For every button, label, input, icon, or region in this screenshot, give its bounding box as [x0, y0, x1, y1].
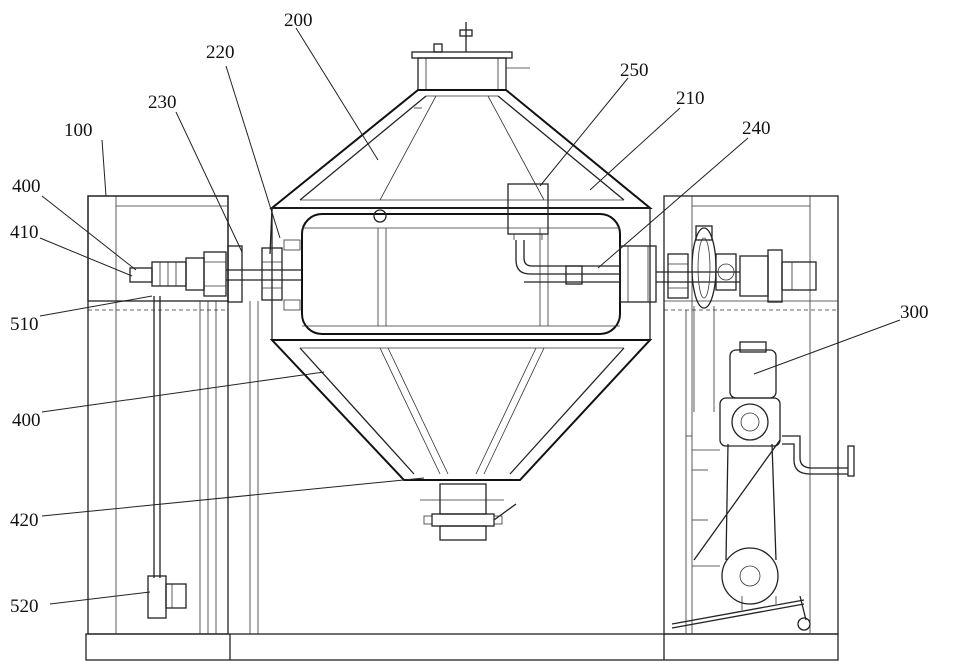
label-400-top: 400	[12, 176, 41, 197]
right-shaft-assembly	[508, 184, 816, 412]
left-shaft-assembly	[130, 208, 302, 310]
label-410: 410	[10, 222, 39, 243]
label-300: 300	[900, 302, 929, 323]
label-210: 210	[676, 88, 705, 109]
label-400-bottom: 400	[12, 410, 41, 431]
label-100: 100	[64, 120, 93, 141]
label-250: 250	[620, 60, 649, 81]
label-520: 520	[10, 596, 39, 617]
gear-motor	[672, 342, 854, 630]
leader-lines	[40, 28, 900, 604]
label-230: 230	[148, 92, 177, 113]
label-420: 420	[10, 510, 39, 531]
label-200: 200	[284, 10, 313, 31]
base-frame	[86, 634, 838, 660]
label-510: 510	[10, 314, 39, 335]
label-240: 240	[742, 118, 771, 139]
label-220: 220	[206, 42, 235, 63]
vessel	[272, 22, 650, 540]
